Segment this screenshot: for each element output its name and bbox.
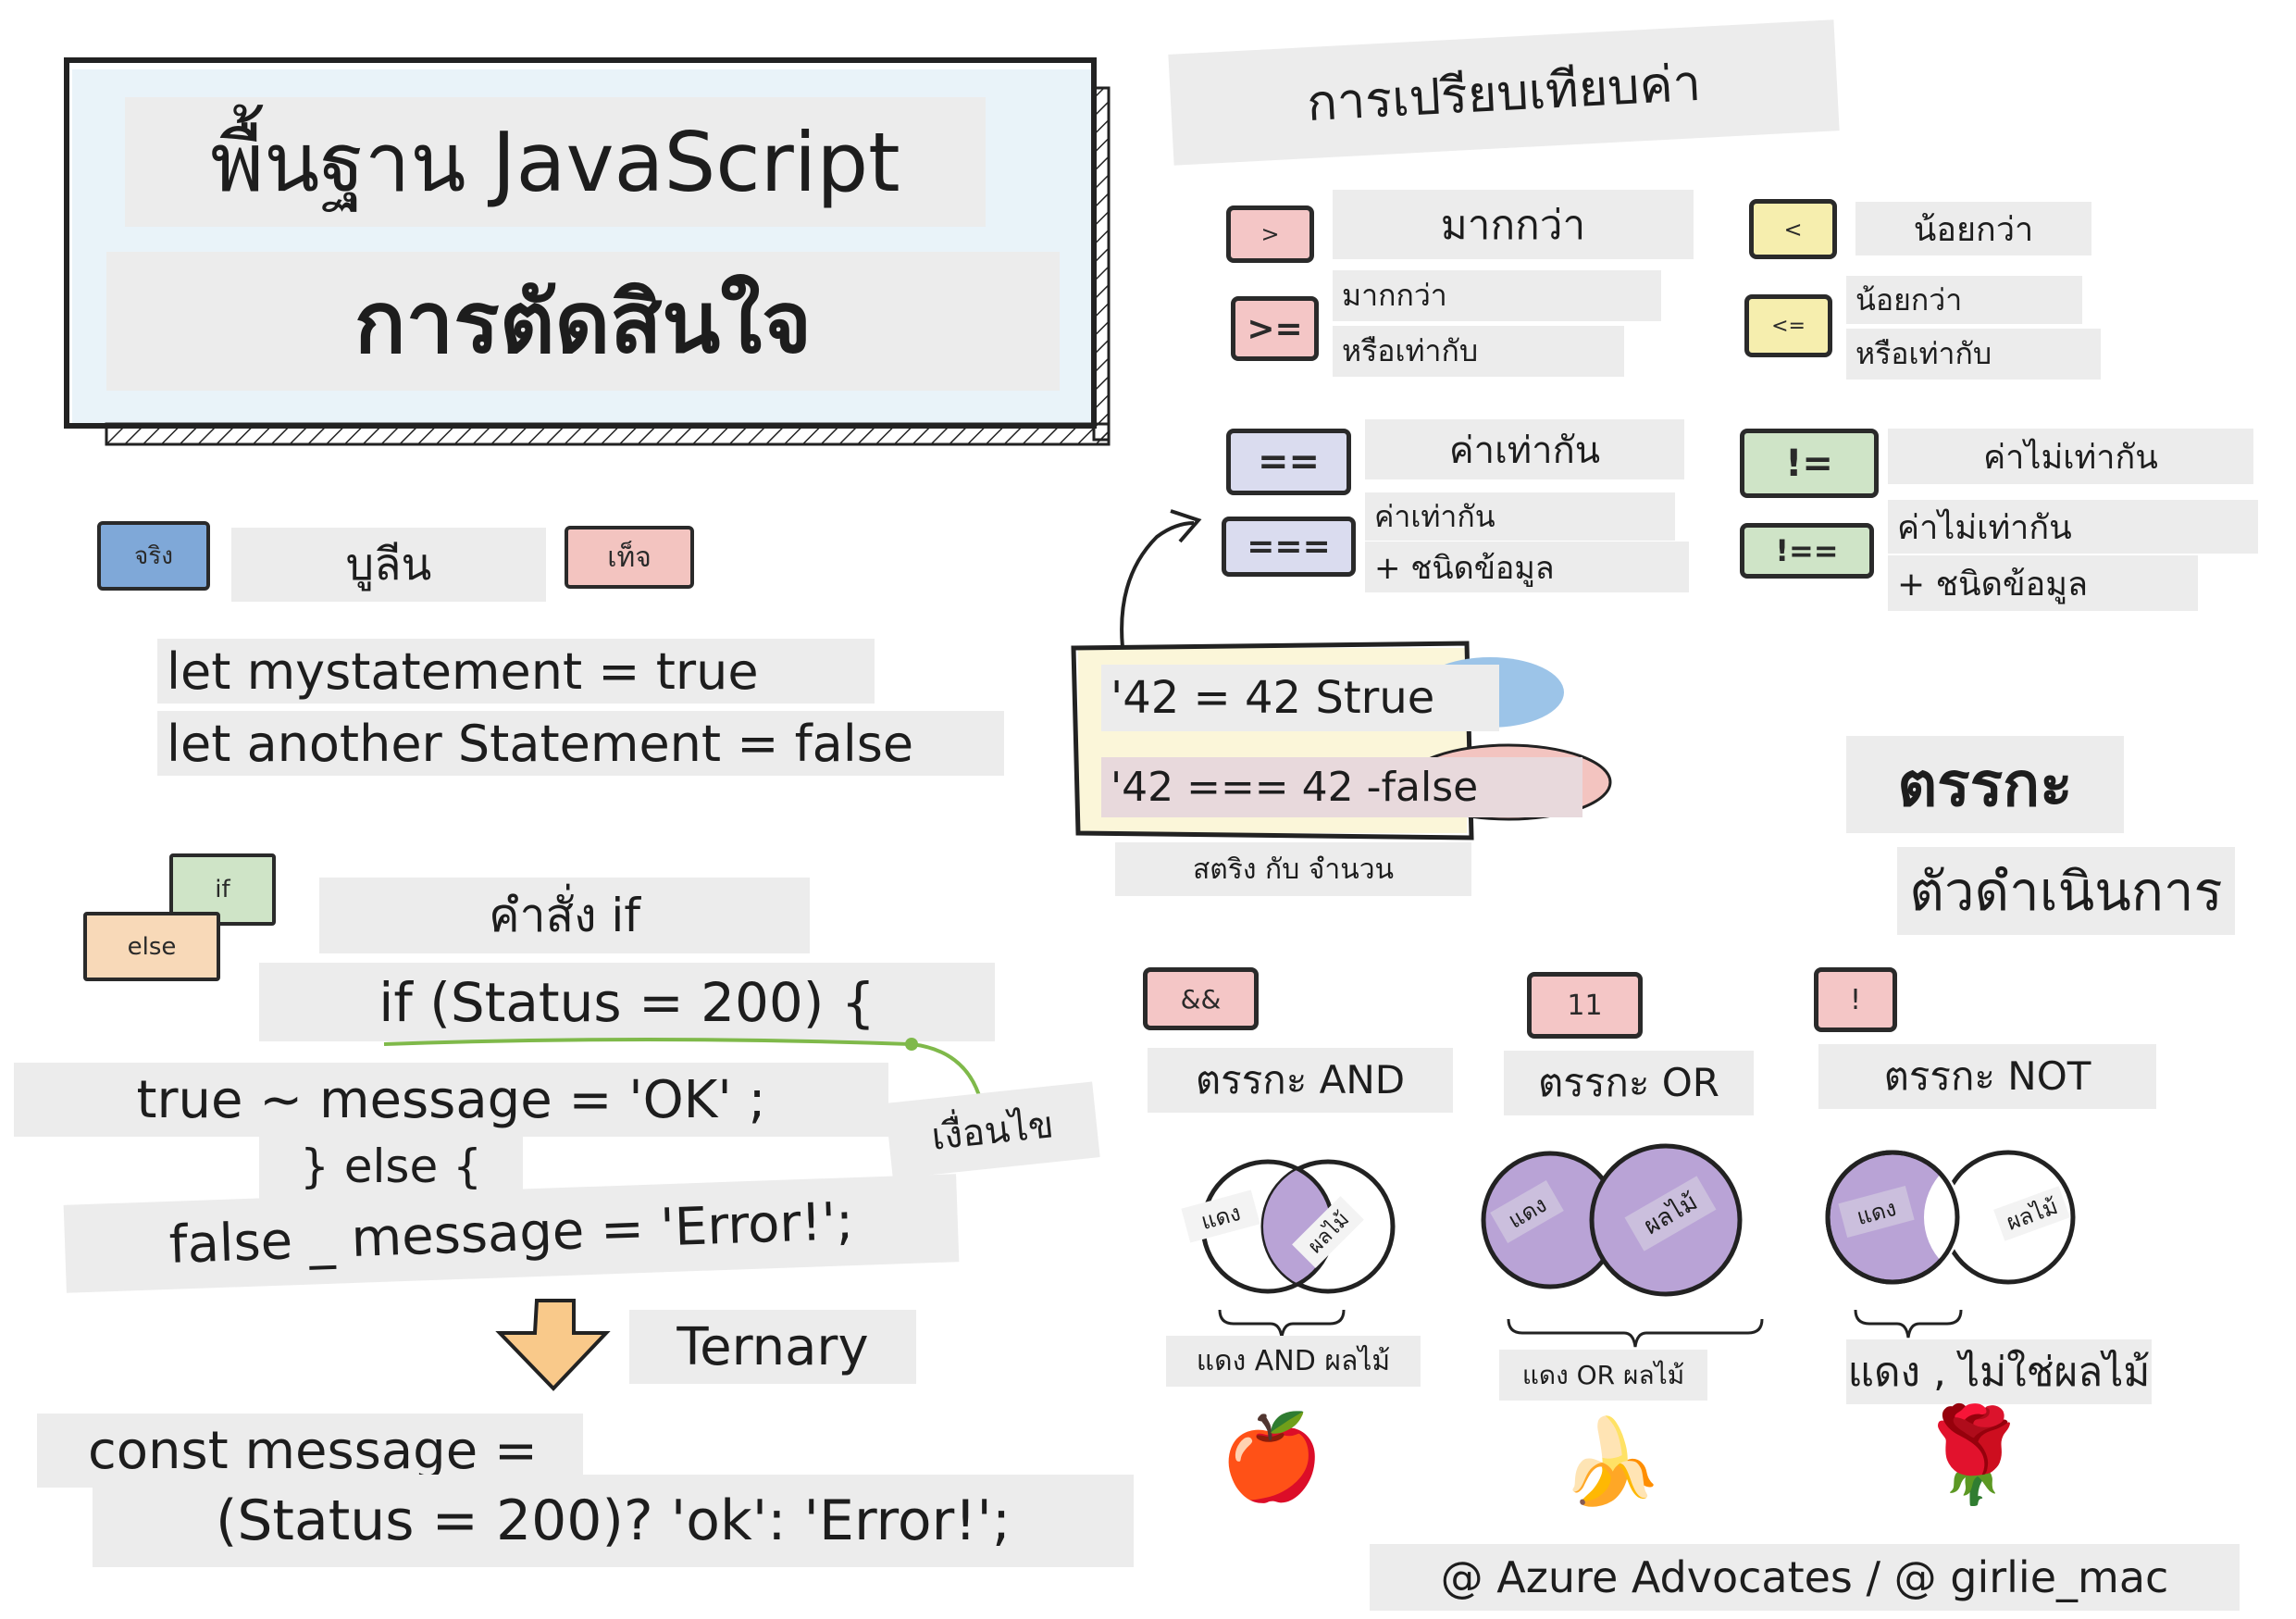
if-code-line: if (Status = 200) { xyxy=(259,963,995,1041)
boolean-code-line: let another Statement = false xyxy=(157,711,1004,776)
false-speech-bubble: เท็จ xyxy=(565,526,694,589)
greater-or-equal-operator: >= xyxy=(1231,296,1319,361)
less-than-label: น้อยกว่า xyxy=(1855,202,2091,255)
less-or-equal-label: น้อยกว่า xyxy=(1846,276,2082,324)
logic-heading: ตรรกะ xyxy=(1846,736,2124,833)
and-operator: && xyxy=(1143,967,1259,1030)
or-label: ตรรกะ OR xyxy=(1504,1051,1754,1115)
credit-footer: @ Azure Advocates / @ girlie_mac xyxy=(1370,1544,2240,1611)
strict-equality-label: + ชนิดข้อมูล xyxy=(1365,542,1689,592)
strict-inequality-label: + ชนิดข้อมูล xyxy=(1888,555,2198,611)
or-operator: 11 xyxy=(1527,972,1643,1039)
rose-icon: 🌹 xyxy=(1916,1401,2031,1509)
examples-caption: สตริง กับ จำนวน xyxy=(1115,842,1471,896)
not-result: แดง , ไม่ใช่ผลไม้ xyxy=(1846,1339,2152,1404)
page-subtitle: การตัดสินใจ xyxy=(106,252,1060,391)
strict-inequality-operator: !== xyxy=(1740,523,1874,579)
if-heading: คำสั่ง if xyxy=(319,878,810,953)
banana-icon: 🍌 xyxy=(1559,1414,1664,1511)
strict-inequality-label: ค่าไม่เท่ากัน xyxy=(1888,500,2258,554)
if-code-line: } else { xyxy=(259,1134,523,1199)
and-label: ตรรกะ AND xyxy=(1148,1048,1453,1113)
true-speech-bubble: จริง xyxy=(97,521,210,591)
less-than-operator: < xyxy=(1749,199,1837,259)
not-operator: ! xyxy=(1814,967,1897,1032)
less-or-equal-label: หรือเท่ากับ xyxy=(1846,329,2101,380)
strict-equality-operator: === xyxy=(1222,517,1356,577)
equality-label: ค่าเท่ากัน xyxy=(1365,419,1684,479)
greater-or-equal-label: มากกว่า xyxy=(1333,270,1661,321)
inequality-label: ค่าไม่เท่ากัน xyxy=(1888,429,2253,484)
comparison-example: '42 === 42 -false xyxy=(1101,757,1582,817)
booleans-heading: บูลีน xyxy=(231,528,546,602)
logic-subheading: ตัวดำเนินการ xyxy=(1897,847,2235,935)
ternary-heading: Ternary xyxy=(629,1310,916,1384)
greater-than-operator: > xyxy=(1226,205,1314,263)
strict-equality-label: ค่าเท่ากัน xyxy=(1365,492,1675,541)
boolean-code-line: let mystatement = true xyxy=(157,639,875,704)
inequality-operator: != xyxy=(1740,429,1879,498)
greater-or-equal-label: หรือเท่ากับ xyxy=(1333,326,1624,377)
if-code-line: true ~ message = 'OK' ; xyxy=(14,1063,888,1137)
equality-operator: == xyxy=(1226,429,1351,495)
and-result: แดง AND ผลไม้ xyxy=(1166,1336,1421,1387)
apple-icon: 🍎 xyxy=(1220,1409,1324,1506)
page-title: พื้นฐาน JavaScript xyxy=(125,97,986,227)
ternary-code-line: (Status = 200)? 'ok': 'Error!'; xyxy=(93,1475,1134,1567)
not-label: ตรรกะ NOT xyxy=(1818,1044,2156,1109)
if-speech-bubble: if xyxy=(169,853,276,926)
else-speech-bubble: else xyxy=(83,912,220,981)
or-result: แดง OR ผลไม้ xyxy=(1499,1350,1707,1401)
less-or-equal-operator: <= xyxy=(1744,294,1832,357)
greater-than-label: มากกว่า xyxy=(1333,190,1694,259)
comparison-example: '42 = 42 Strue xyxy=(1101,665,1499,731)
